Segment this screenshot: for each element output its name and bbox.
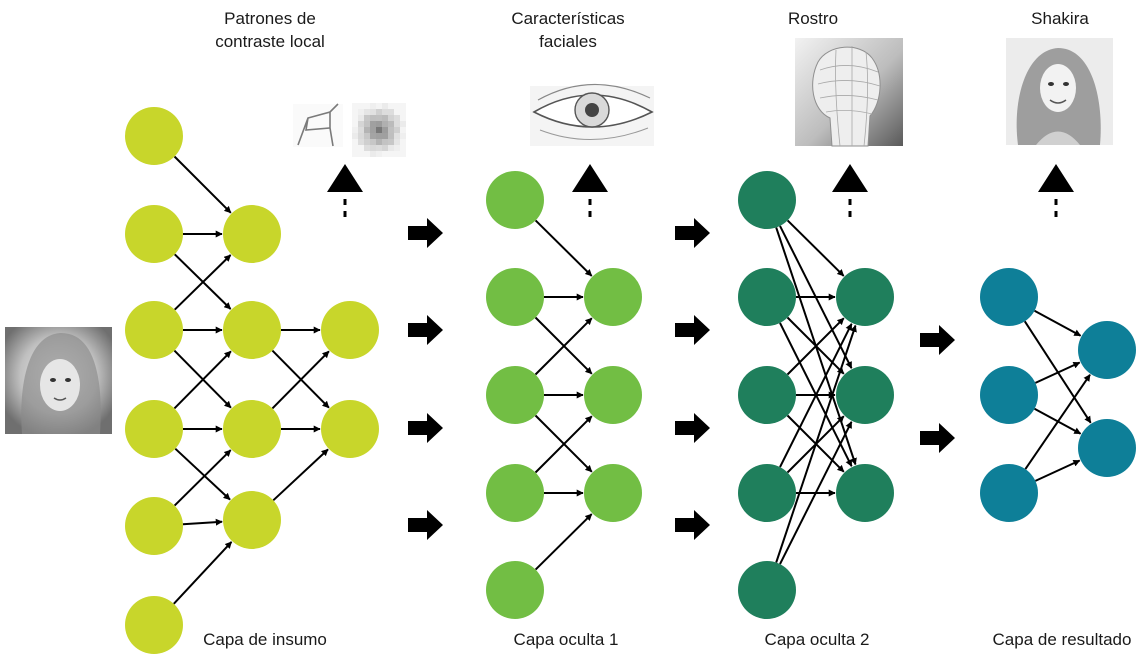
neuron-i0 (584, 268, 642, 326)
neuron-k2 (836, 464, 894, 522)
connection-b2-c0 (271, 350, 330, 410)
neuron-c1 (321, 400, 379, 458)
up-triangle-icon (572, 164, 608, 220)
connection-j4-k0 (775, 324, 857, 563)
edge-pattern-image (293, 103, 343, 147)
neuron-a5 (125, 596, 183, 654)
neuron-p0 (1078, 321, 1136, 379)
neuron-i1 (584, 366, 642, 424)
neuron-k0 (836, 268, 894, 326)
connection-h3-i1 (534, 415, 593, 474)
neuron-j2 (738, 366, 796, 424)
label-caracteristicas-line2: faciales (539, 32, 597, 51)
neuron-j1 (738, 268, 796, 326)
label-capa-oculta-1: Capa oculta 1 (514, 630, 619, 649)
connection-h2-i0 (534, 317, 593, 376)
connection-a5-b3 (173, 541, 233, 605)
neuron-h3 (486, 464, 544, 522)
right-arrow-icon (675, 315, 710, 345)
neuron-o0 (980, 268, 1038, 326)
connection-o2-p0 (1024, 374, 1091, 470)
neuron-k1 (836, 366, 894, 424)
right-arrow-icon (408, 413, 443, 443)
up-triangle-icon (1038, 164, 1074, 220)
blur-pattern-image (352, 103, 406, 157)
neuron-a0 (125, 107, 183, 165)
right-arrow-icon (408, 510, 443, 540)
connection-j3-k0 (779, 323, 853, 468)
label-patrones-line2: contraste local (215, 32, 325, 51)
neuron-h1 (486, 268, 544, 326)
neuron-o2 (980, 464, 1038, 522)
neuron-i2 (584, 464, 642, 522)
up-triangle-icon (327, 164, 363, 220)
neuron-j0 (738, 171, 796, 229)
neuron-b3 (223, 491, 281, 549)
neuron-b0 (223, 205, 281, 263)
neuron-h2 (486, 366, 544, 424)
neuron-a3 (125, 400, 183, 458)
neuron-o1 (980, 366, 1038, 424)
connection-j2-k0 (786, 317, 845, 376)
neuron-h4 (486, 561, 544, 619)
eye-sketch-image (530, 83, 654, 146)
connection-h0-i0 (534, 219, 593, 277)
right-arrow-icon (408, 315, 443, 345)
neuron-a2 (125, 301, 183, 359)
connection-o0-p0 (1034, 309, 1082, 337)
up-triangle-icon (832, 164, 868, 220)
input-portrait-image (5, 327, 112, 434)
connection-o2-p1 (1034, 459, 1081, 482)
connection-a0-b0 (173, 155, 232, 214)
neuron-p1 (1078, 419, 1136, 477)
neuron-j3 (738, 464, 796, 522)
right-arrow-icon (408, 218, 443, 248)
label-capa-resultado: Capa de resultado (993, 630, 1132, 649)
connection-a4-b2 (173, 449, 232, 507)
connection-a3-b3 (174, 447, 231, 501)
right-arrow-icon (920, 325, 955, 355)
connection-a3-b1 (173, 350, 232, 410)
label-rostro: Rostro (788, 9, 838, 28)
connection-j4-k1 (779, 421, 853, 565)
neuron-b1 (223, 301, 281, 359)
label-shakira: Shakira (1031, 9, 1089, 28)
label-capa-oculta-2: Capa oculta 2 (765, 630, 870, 649)
connection-h4-i2 (534, 513, 593, 571)
connection-a2-b0 (174, 254, 232, 311)
neuron-a4 (125, 497, 183, 555)
neuron-b2 (223, 400, 281, 458)
right-arrow-icon (675, 218, 710, 248)
face-mesh-image (795, 38, 903, 147)
neuron-h0 (486, 171, 544, 229)
neuron-a1 (125, 205, 183, 263)
shakira-photo-image (1006, 38, 1113, 145)
connection-j0-k0 (786, 219, 845, 277)
connection-b3-c1 (272, 448, 329, 502)
label-patrones: Patrones de (224, 9, 316, 28)
label-capa-insumo: Capa de insumo (203, 630, 327, 649)
right-arrow-icon (675, 510, 710, 540)
right-arrow-icon (920, 423, 955, 453)
connection-o1-p0 (1034, 361, 1081, 384)
connection-a4-b3 (182, 518, 223, 526)
right-arrow-icon (675, 413, 710, 443)
neuron-j4 (738, 561, 796, 619)
neuron-c0 (321, 301, 379, 359)
label-caracteristicas: Características (511, 9, 624, 28)
